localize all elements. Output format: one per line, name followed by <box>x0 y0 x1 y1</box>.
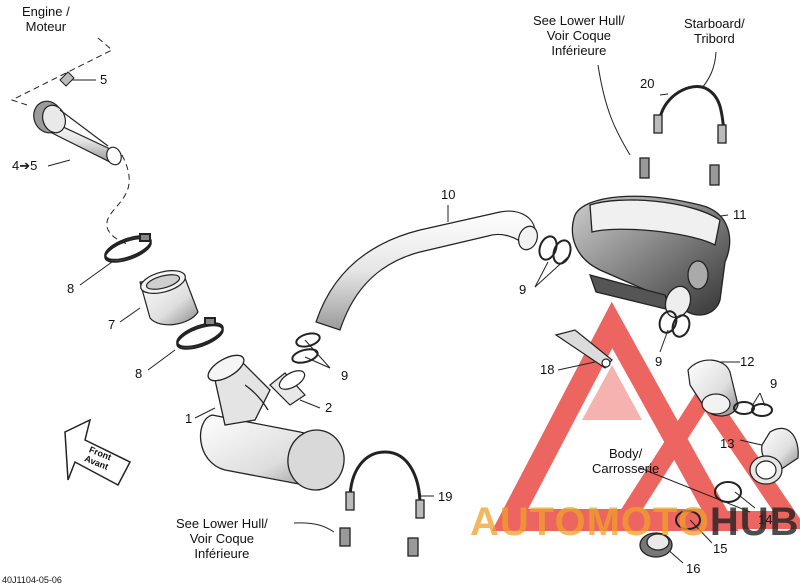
engine-label: Engine /Moteur <box>22 4 70 34</box>
watermark-text-dark: HUB <box>709 500 800 544</box>
part-number-11: 11 <box>733 207 747 222</box>
part-number-18: 18 <box>540 362 555 377</box>
part-number-4-5: 4➔5 <box>12 158 38 173</box>
part-number-8-upper: 8 <box>67 281 75 296</box>
part-number-5: 5 <box>100 72 108 87</box>
part-10-hose <box>315 210 539 331</box>
part-15-ring <box>675 510 701 530</box>
part-9-clamps-center <box>291 332 321 364</box>
part-number-16: 16 <box>686 561 701 576</box>
part-4-pipe <box>33 100 122 166</box>
part-12-hose <box>687 359 739 417</box>
part-13-elbow <box>749 427 799 485</box>
part-9-clamps-upper <box>538 235 572 265</box>
part-8-clamp-upper <box>104 233 152 263</box>
part-9-clamps-lower <box>733 401 773 417</box>
part-number-13: 13 <box>720 436 735 451</box>
part-20-strap <box>639 85 727 186</box>
front-arrow-icon <box>64 418 132 487</box>
part-number-7: 7 <box>108 317 116 332</box>
part-number-12: 12 <box>740 354 755 369</box>
part-number-2: 2 <box>325 400 333 415</box>
part-11-waterbox <box>571 195 731 319</box>
dashed-leaders <box>10 37 131 246</box>
watermark-text: AUTOMOTOHUB <box>470 500 800 545</box>
part-number-8-lower: 8 <box>135 366 143 381</box>
part-number-9-upper: 9 <box>519 282 527 297</box>
body-label: Body/Carrosserie <box>592 446 660 476</box>
part-number-9-lower: 9 <box>770 376 778 391</box>
part-number-9-center: 9 <box>341 368 349 383</box>
part-number-20: 20 <box>640 76 655 91</box>
part-14-ring <box>714 481 742 503</box>
part-18-bracket <box>554 329 613 369</box>
part-19-strap <box>339 450 425 557</box>
part-number-15: 15 <box>713 541 728 556</box>
part-7-sleeve <box>139 270 199 326</box>
part-number-1: 1 <box>185 411 193 426</box>
starboard-label: Starboard/Tribord <box>684 16 745 46</box>
part-2-spigot <box>269 370 306 406</box>
part-5-fitting <box>59 71 75 87</box>
part-number-10: 10 <box>441 187 456 202</box>
part-number-9-outlet: 9 <box>655 354 663 369</box>
part-number-14: 14 <box>758 512 773 527</box>
part-16-outlet <box>639 532 673 558</box>
part-number-19: 19 <box>438 489 453 504</box>
watermark-logo <box>491 301 800 531</box>
watermark-text-red: AUTOMOTO <box>470 500 710 544</box>
part-1-muffler <box>199 354 345 491</box>
figure-code: 40J1104-05-06 <box>2 575 62 585</box>
part-9-clamps-outlet <box>658 310 691 338</box>
part-8-clamp-lower <box>176 317 224 350</box>
